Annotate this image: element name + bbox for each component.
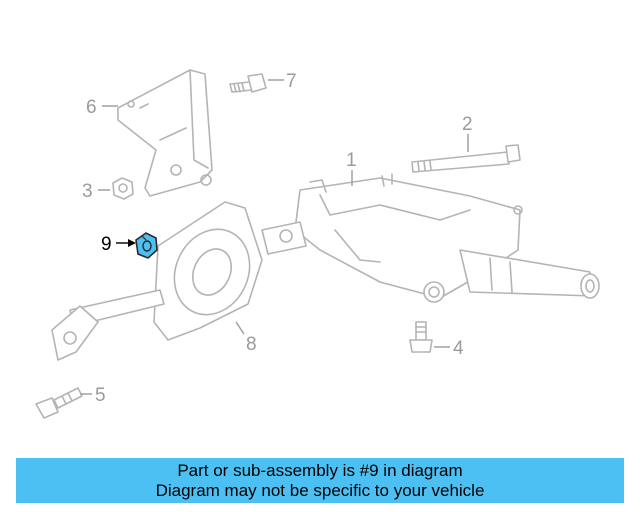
callout-2: 2 [462,114,473,135]
callout-4: 4 [453,338,464,359]
part-1-steering-column [261,173,600,303]
callout-5: 5 [95,385,106,406]
part-4-bolt [409,321,433,353]
callout-6: 6 [86,97,97,118]
callout-9-arrowhead [128,239,136,247]
callout-1: 1 [346,150,357,171]
callout-9: 9 [101,234,112,255]
part-5-bolt [35,387,83,419]
part-6-bracket [117,69,213,197]
banner-line-2: Diagram may not be specific to your vehi… [155,480,485,500]
callout-7: 7 [286,71,297,92]
leader-lines [80,79,469,395]
banner-line-1: Part or sub-assembly is #9 in diagram [177,460,463,480]
callout-8: 8 [246,334,257,355]
part-9-nut [135,232,158,259]
callout-3: 3 [82,181,93,202]
parts-diagram: 1 2 3 4 5 6 7 8 9 [35,69,600,419]
part-3-nut [112,177,134,200]
part-7-bolt [229,73,267,93]
part-8-intermediate-shaft [51,201,263,361]
info-banner: Part or sub-assembly is #9 in diagram Di… [16,458,624,503]
part-2-bolt [411,144,521,173]
